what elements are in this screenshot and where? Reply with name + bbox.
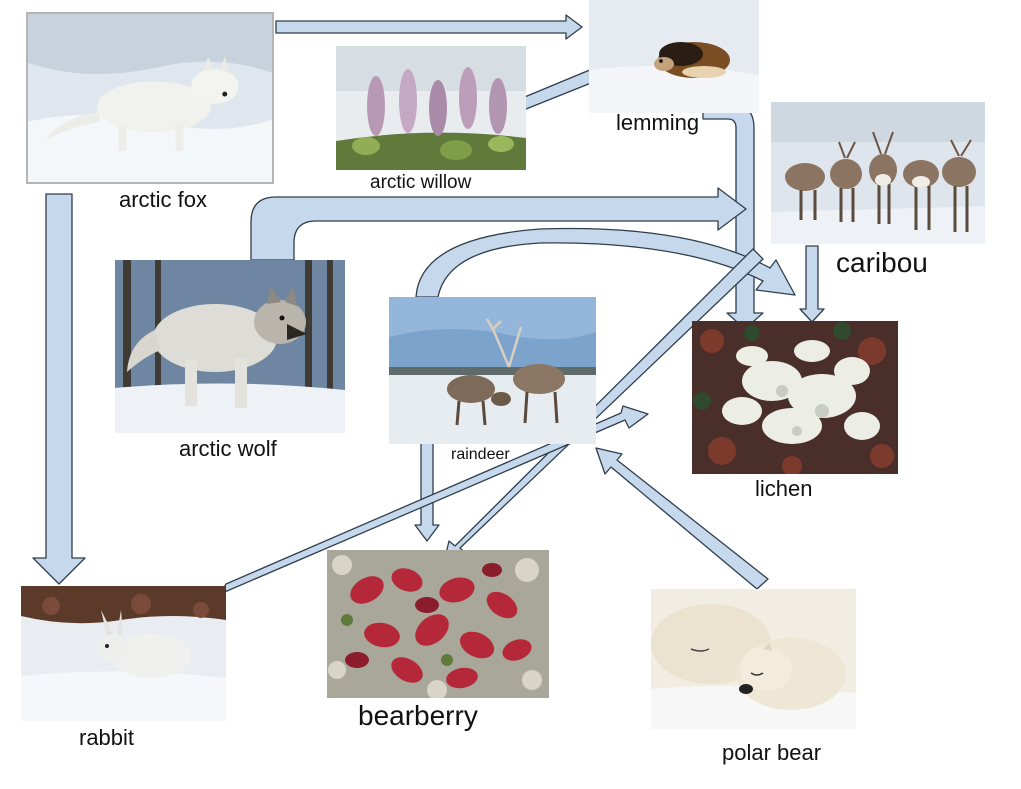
- raindeer-label: raindeer: [451, 446, 510, 463]
- rabbit-photo: [21, 586, 226, 721]
- raindeer-photo: [389, 297, 596, 444]
- rabbit-label: rabbit: [79, 725, 135, 750]
- lichen-label: lichen: [755, 476, 813, 501]
- arctic-willow-photo: [336, 46, 526, 170]
- caribou-photo: [771, 102, 985, 244]
- arrow-caribou-to-lichen: [799, 245, 825, 323]
- arrow-polarbear-to-lichen: [595, 447, 769, 590]
- arctic-fox-label: arctic fox: [119, 187, 208, 212]
- arrow-rabbit-to-lichen: [219, 405, 649, 595]
- bearberry-photo: [327, 550, 549, 698]
- lemming-label: lemming: [616, 110, 700, 135]
- caribou-label: caribou: [836, 247, 928, 278]
- arrow-fox-to-lemming: [275, 14, 583, 40]
- lemming-photo: [589, 0, 759, 113]
- arrow-raindeer-to-bearberry: [414, 436, 440, 542]
- polar-bear-label: polar bear: [722, 740, 822, 765]
- arrow-raindeer-to-lichen: [415, 227, 796, 298]
- arrow-wolf-to-caribou: [250, 187, 747, 261]
- bearberry-label: bearberry: [358, 700, 478, 731]
- arrow-fox-to-rabbit: [32, 193, 86, 585]
- arctic-willow-label: arctic willow: [370, 172, 472, 193]
- lichen-photo: [692, 321, 898, 474]
- arctic-wolf-label: arctic wolf: [179, 436, 277, 461]
- arctic-wolf-photo: [115, 260, 345, 433]
- polar-bear-photo: [651, 589, 856, 729]
- arctic-fox-photo: [26, 12, 274, 184]
